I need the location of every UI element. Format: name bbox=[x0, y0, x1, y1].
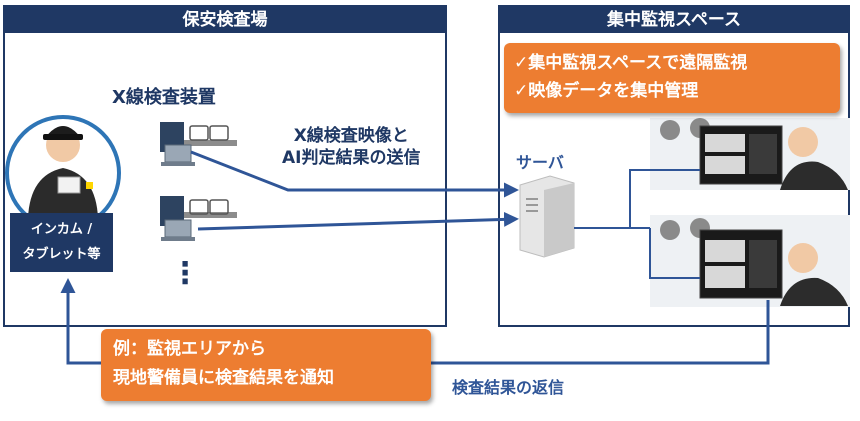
desk-2-branch-line bbox=[649, 228, 700, 279]
central-monitoring-title: 集中監視スペース bbox=[500, 7, 848, 33]
return-result-label: 検査結果の返信 bbox=[452, 378, 565, 397]
remote-monitoring-callout: ✓集中監視スペースで遠隔監視 ✓映像データを集中管理 bbox=[504, 43, 840, 113]
server-label: サーバ bbox=[516, 153, 564, 172]
server-icon bbox=[519, 175, 575, 258]
security-checkpoint-title: 保安検査場 bbox=[5, 7, 445, 33]
monitoring-desk-1-icon bbox=[650, 118, 850, 190]
device-label-box bbox=[10, 213, 113, 272]
transfer-label: X線検査映像と AI判定結果の送信 bbox=[282, 125, 420, 169]
upload-arrow-2 bbox=[197, 211, 519, 231]
more-devices-ellipsis: ⋮ bbox=[170, 256, 200, 291]
device-label-line2: タブレット等 bbox=[22, 247, 101, 262]
example-callout-line2: 現地警備員に検査結果を通知 bbox=[113, 368, 334, 388]
monitoring-desk-2-icon bbox=[650, 215, 850, 307]
laptop-2-icon bbox=[161, 219, 195, 241]
device-label: インカム / タブレット等 bbox=[10, 217, 113, 267]
example-notification-callout: 例：監視エリアから 現地警備員に検査結果を通知 bbox=[101, 329, 431, 401]
laptop-1-icon bbox=[161, 144, 195, 166]
security-guard-icon bbox=[5, 115, 121, 231]
transfer-label-line2: AI判定結果の送信 bbox=[282, 148, 421, 168]
xray-device-label: X線検査装置 bbox=[112, 87, 216, 108]
transfer-label-line1: X線検査映像と bbox=[293, 126, 409, 146]
checklist-item-2: ✓映像データを集中管理 bbox=[514, 81, 699, 101]
upload-arrow-1 bbox=[190, 150, 519, 198]
device-label-line1: インカム / bbox=[30, 222, 93, 237]
server-to-desk-1-line bbox=[574, 169, 700, 229]
checklist-item-1: ✓集中監視スペースで遠隔監視 bbox=[514, 53, 748, 73]
example-callout-line1: 例：監視エリアから bbox=[113, 339, 266, 359]
